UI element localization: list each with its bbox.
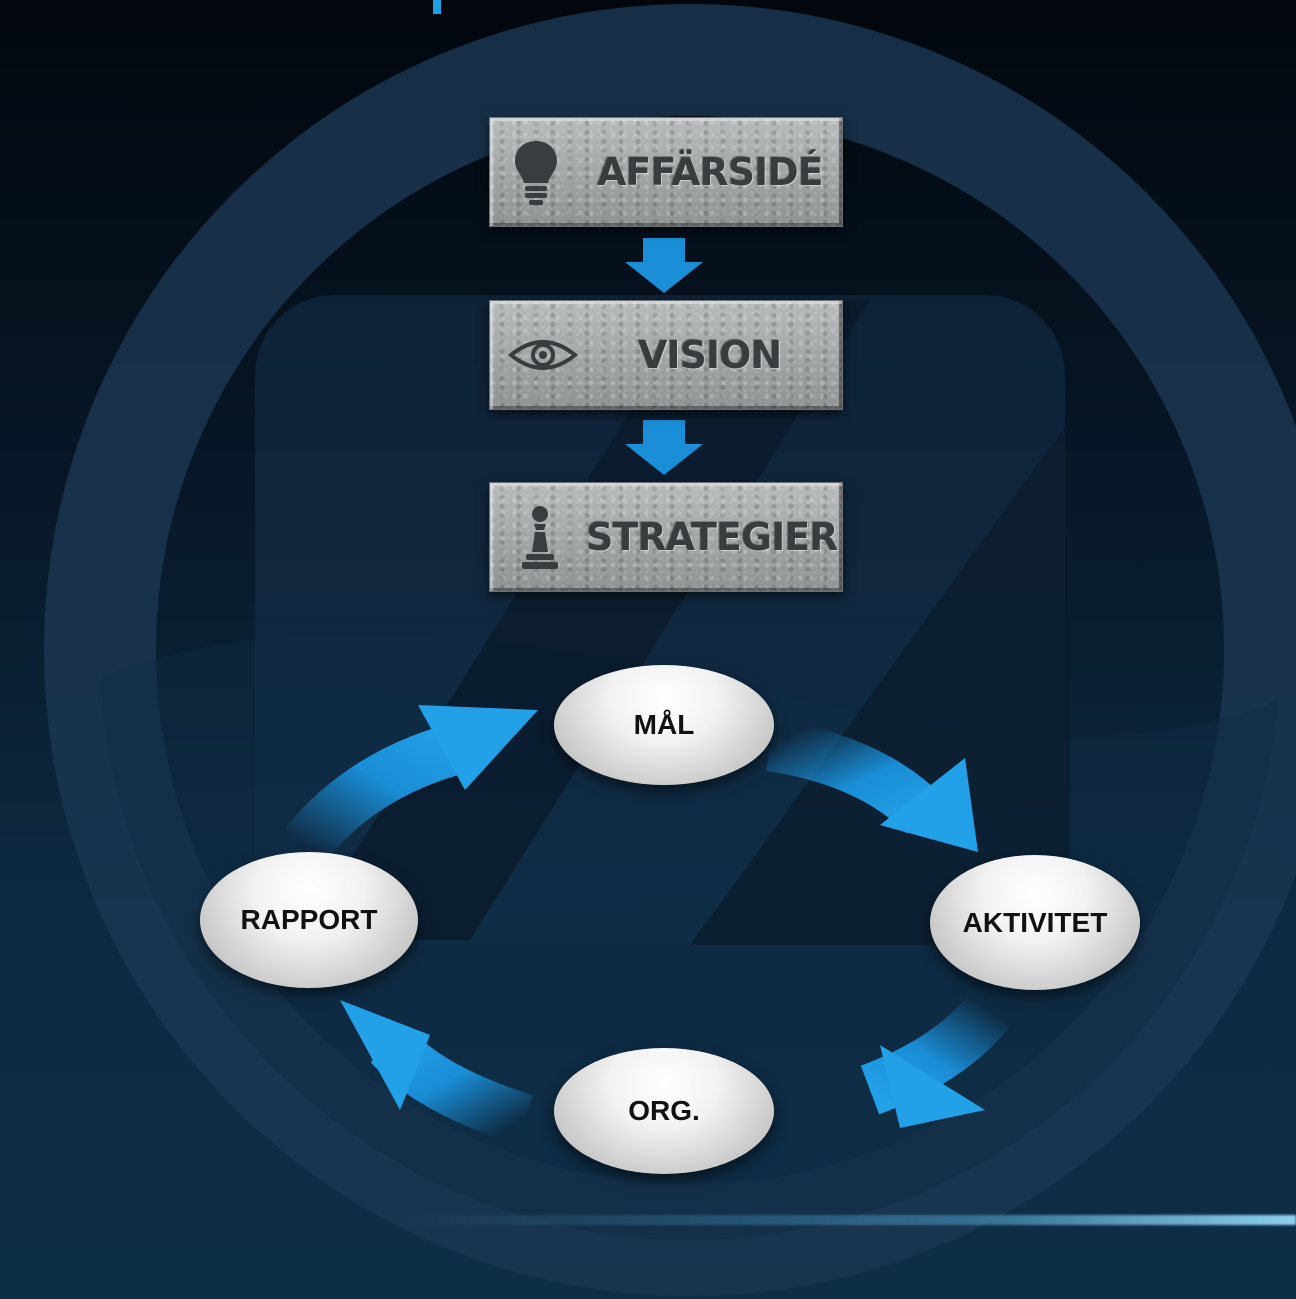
- step-affarside: AFFÄRSIDÉ: [489, 117, 843, 227]
- lightbulb-icon: [515, 141, 557, 205]
- step-strategier: STRATEGIER: [489, 482, 843, 592]
- arrow-org-to-rapport: [340, 1000, 533, 1145]
- down-arrow-1: [625, 238, 703, 293]
- eye-icon: [508, 340, 578, 370]
- arrow-mal-to-aktivitet: [765, 719, 978, 852]
- node-label: RAPPORT: [240, 904, 378, 935]
- cycle-node-org: ORG.: [554, 1048, 774, 1174]
- node-label: ORG.: [628, 1095, 700, 1126]
- step-label: AFFÄRSIDÉ: [597, 150, 824, 194]
- node-label: MÅL: [633, 709, 695, 740]
- cycle-node-mal: MÅL: [554, 665, 774, 785]
- step-vision: VISION: [489, 300, 843, 410]
- bottom-glow-line: [0, 1215, 1296, 1225]
- chess-pawn-icon: [522, 506, 558, 569]
- step-label: STRATEGIER: [586, 515, 838, 559]
- step-label: VISION: [638, 333, 782, 377]
- arrow-rapport-to-mal: [284, 705, 538, 862]
- arrow-aktivitet-to-org: [860, 993, 1011, 1128]
- top-accent-bar: [433, 0, 441, 14]
- down-arrow-2: [625, 420, 703, 475]
- cycle-node-aktivitet: AKTIVITET: [930, 855, 1140, 990]
- cycle-node-rapport: RAPPORT: [200, 852, 418, 988]
- node-label: AKTIVITET: [962, 906, 1108, 938]
